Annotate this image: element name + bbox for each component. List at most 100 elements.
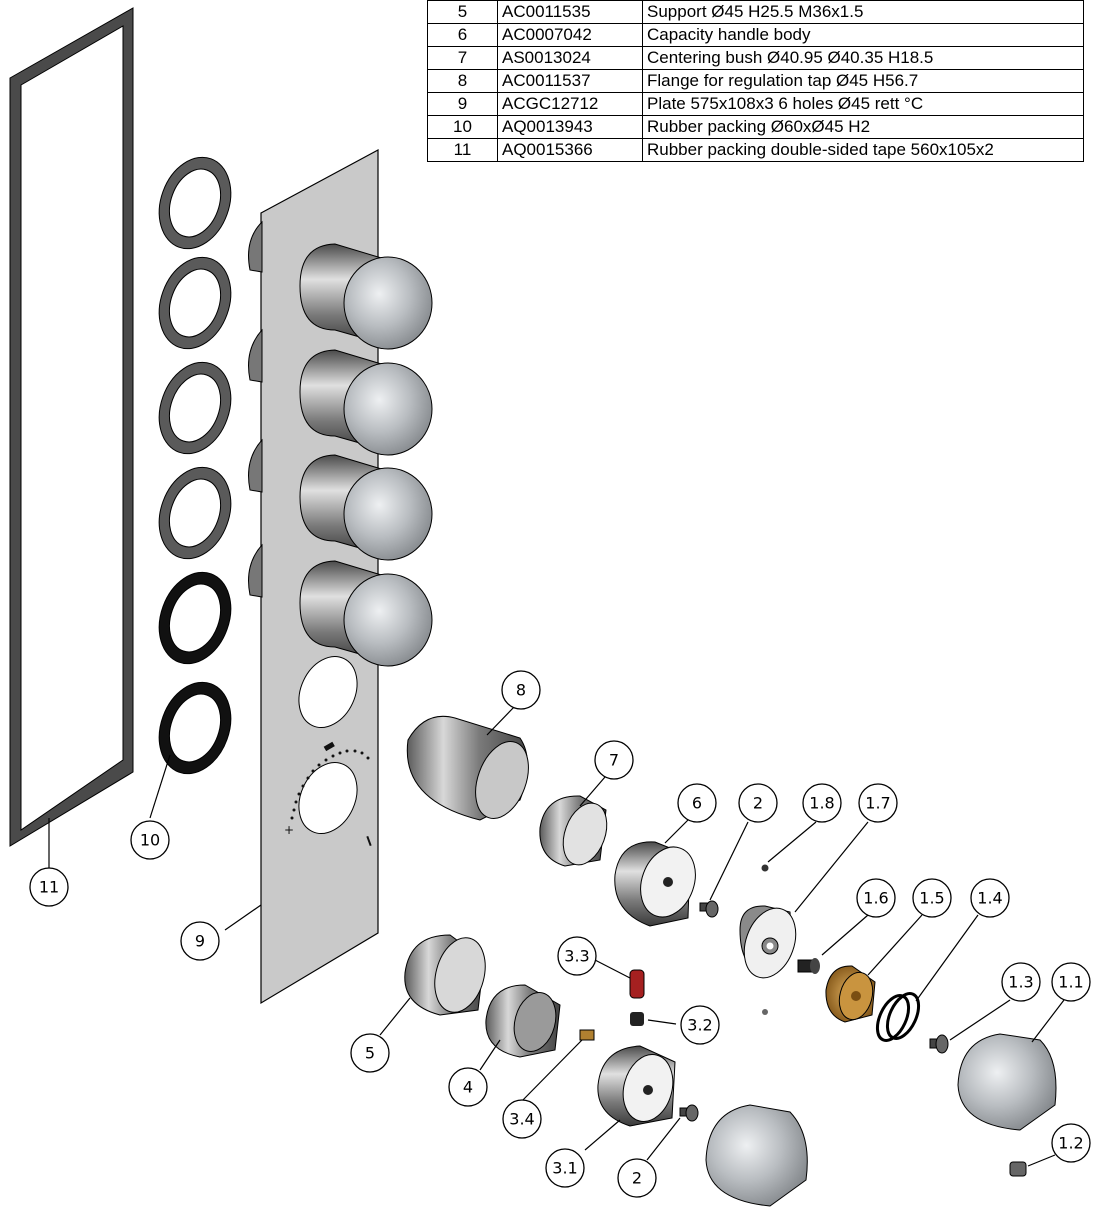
knob-3 bbox=[299, 454, 433, 561]
callout-2-bottom: 2 bbox=[617, 1158, 657, 1198]
packing-1 bbox=[158, 156, 232, 250]
svg-text:3.4: 3.4 bbox=[509, 1110, 534, 1129]
callout-3-2: 3.2 bbox=[680, 1005, 720, 1045]
callout-1-5: 1.5 bbox=[912, 878, 952, 918]
callout-11: 11 bbox=[29, 867, 69, 907]
knob-1 bbox=[299, 243, 433, 350]
packing-5 bbox=[158, 571, 232, 665]
svg-text:1.2: 1.2 bbox=[1058, 1134, 1083, 1153]
svg-text:1.4: 1.4 bbox=[977, 889, 1002, 908]
mounted-knobs bbox=[299, 243, 433, 667]
callout-3-3: 3.3 bbox=[557, 936, 597, 976]
svg-text:3.3: 3.3 bbox=[564, 947, 589, 966]
svg-text:4: 4 bbox=[463, 1078, 473, 1097]
svg-text:1.5: 1.5 bbox=[919, 889, 944, 908]
callout-1-2: 1.2 bbox=[1051, 1123, 1091, 1163]
parts-cell-description: Flange for regulation tap Ø45 H56.7 bbox=[642, 69, 1084, 93]
screw-part-2-top bbox=[699, 900, 719, 918]
screw-part-1-6 bbox=[797, 958, 820, 974]
callout-8: 8 bbox=[501, 670, 541, 710]
leader-lines bbox=[48, 705, 1065, 1167]
svg-text:9: 9 bbox=[195, 932, 205, 951]
svg-text:2: 2 bbox=[753, 794, 763, 813]
parts-cell-description: Rubber packing double-sided tape 560x105… bbox=[642, 138, 1084, 162]
svg-text:11: 11 bbox=[39, 878, 59, 897]
parts-cell-code: AC0007042 bbox=[497, 23, 643, 47]
callout-9: 9 bbox=[180, 921, 220, 961]
svg-text:2: 2 bbox=[632, 1169, 642, 1188]
callout-7: 7 bbox=[594, 740, 634, 780]
parts-cell-code: AQ0013943 bbox=[497, 115, 643, 139]
callout-3-4: 3.4 bbox=[502, 1099, 542, 1139]
packing-6 bbox=[158, 681, 232, 775]
knob-2 bbox=[299, 349, 433, 456]
parts-cell-pos: 11 bbox=[427, 138, 498, 162]
callout-1-4: 1.4 bbox=[970, 878, 1010, 918]
svg-text:5: 5 bbox=[365, 1044, 375, 1063]
svg-text:3.1: 3.1 bbox=[552, 1159, 577, 1178]
svg-text:3.2: 3.2 bbox=[687, 1016, 712, 1035]
knob-4 bbox=[299, 560, 433, 667]
screw-part-3-4 bbox=[579, 1029, 595, 1041]
callout-6: 6 bbox=[677, 783, 717, 823]
pin-part-3-3 bbox=[629, 969, 645, 999]
knob-part-1-1 bbox=[957, 1033, 1057, 1131]
rubber-packings-part-10 bbox=[158, 156, 232, 775]
dial-scale: + bbox=[284, 741, 372, 847]
disc-part-1-7 bbox=[739, 905, 797, 979]
svg-text:1.1: 1.1 bbox=[1058, 973, 1083, 992]
parts-cell-pos: 9 bbox=[427, 92, 498, 116]
flange-part-8 bbox=[406, 715, 529, 821]
svg-text:1.8: 1.8 bbox=[809, 794, 834, 813]
svg-text:1.7: 1.7 bbox=[865, 794, 890, 813]
packing-4 bbox=[158, 466, 232, 560]
bush-part-4 bbox=[485, 984, 561, 1058]
callout-1-6: 1.6 bbox=[856, 878, 896, 918]
callout-1-1: 1.1 bbox=[1051, 962, 1091, 1002]
screw-part-2-bottom bbox=[679, 1104, 699, 1122]
callout-1-8: 1.8 bbox=[802, 783, 842, 823]
o-rings-part-1-4 bbox=[875, 992, 921, 1042]
svg-text:8: 8 bbox=[516, 681, 526, 700]
support-part-5 bbox=[404, 934, 486, 1016]
svg-text:6: 6 bbox=[692, 794, 702, 813]
callout-4: 4 bbox=[448, 1067, 488, 1107]
parts-cell-pos: 7 bbox=[427, 46, 498, 70]
knob-bottom bbox=[705, 1104, 808, 1207]
parts-cell-code: AQ0015366 bbox=[497, 138, 643, 162]
brass-part-1-5 bbox=[825, 965, 876, 1023]
parts-cell-code: AC0011537 bbox=[497, 69, 643, 93]
parts-cell-description: Capacity handle body bbox=[642, 23, 1084, 47]
callout-1-7: 1.7 bbox=[858, 783, 898, 823]
parts-cell-description: Support Ø45 H25.5 M36x1.5 bbox=[642, 0, 1084, 24]
svg-text:+: + bbox=[284, 823, 294, 837]
svg-text:10: 10 bbox=[140, 831, 160, 850]
callout-3-1: 3.1 bbox=[545, 1148, 585, 1188]
handle-body-part-6 bbox=[614, 841, 696, 927]
callout-10: 10 bbox=[130, 820, 170, 860]
callout-2-top: 2 bbox=[738, 783, 778, 823]
packing-3 bbox=[158, 361, 232, 455]
screw-part-1-3 bbox=[929, 1034, 949, 1054]
grub-screw-1-8 bbox=[761, 864, 769, 872]
small-ball bbox=[762, 1009, 768, 1015]
packing-2 bbox=[158, 256, 232, 350]
callout-5: 5 bbox=[350, 1033, 390, 1073]
grub-part-3-2 bbox=[630, 1012, 644, 1026]
svg-text:1.3: 1.3 bbox=[1008, 973, 1033, 992]
tape-frame-part-11 bbox=[9, 7, 134, 847]
body-part-3-1 bbox=[597, 1045, 676, 1127]
parts-cell-description: Plate 575x108x3 6 holes Ø45 rett °C bbox=[642, 92, 1084, 116]
cap-part-1-2 bbox=[1009, 1161, 1027, 1177]
svg-text:1.6: 1.6 bbox=[863, 889, 888, 908]
svg-text:7: 7 bbox=[609, 751, 619, 770]
callout-1-3: 1.3 bbox=[1001, 962, 1041, 1002]
